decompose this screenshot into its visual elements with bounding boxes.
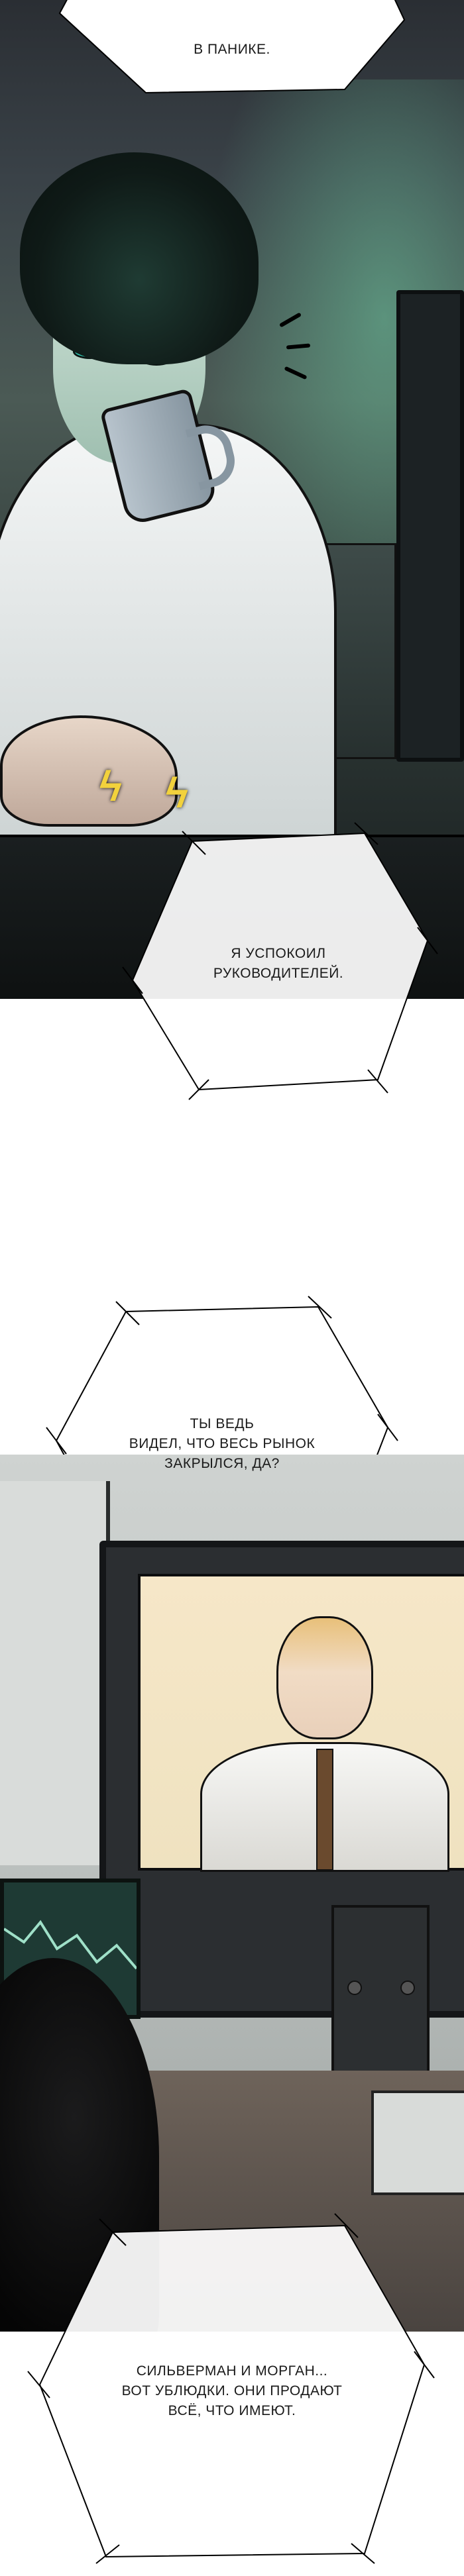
chart-line-icon bbox=[3, 1920, 138, 1970]
knob bbox=[400, 1981, 415, 1995]
monitor-screen bbox=[138, 1574, 464, 1872]
necktie bbox=[316, 1749, 333, 1871]
twitch-spark-icon: ϟ bbox=[99, 762, 122, 810]
device-stack bbox=[371, 2090, 464, 2195]
large-monitor bbox=[99, 1541, 464, 2018]
speech-bubble-top: В ПАНИКЕ. bbox=[58, 0, 406, 99]
wall-panel bbox=[0, 1481, 110, 1865]
computer-monitor bbox=[396, 290, 464, 762]
bubble-text: Я УСПОКОИЛ РУКОВОДИТЕЛЕЙ. bbox=[213, 946, 344, 981]
man-on-screen-head bbox=[276, 1616, 373, 1739]
knob bbox=[347, 1981, 362, 1995]
bubble-shape bbox=[58, 0, 406, 94]
twitch-spark-icon: ϟ bbox=[166, 769, 188, 817]
cabinet bbox=[331, 1905, 430, 2076]
panel-man-drinking-coffee: ϟ ϟ bbox=[0, 0, 464, 999]
bubble-shape bbox=[27, 2213, 435, 2564]
bubble-text: В ПАНИКЕ. bbox=[194, 42, 270, 57]
dark-hair bbox=[20, 152, 259, 364]
bubble-shape bbox=[122, 822, 438, 1100]
panel-monitor-video-call bbox=[0, 1455, 464, 2332]
bubble-text: СИЛЬВЕРМАН И МОРГАН... ВОТ УБЛЮДКИ. ОНИ … bbox=[121, 2363, 343, 2418]
bubble-text: ТЫ ВЕДЬ ВИДЕЛ, ЧТО ВЕСЬ РЫНОК ЗАКРЫЛСЯ, … bbox=[129, 1416, 316, 1471]
speech-bubble-4: СИЛЬВЕРМАН И МОРГАН... ВОТ УБЛЮДКИ. ОНИ … bbox=[27, 2213, 435, 2564]
speech-bubble-2: Я УСПОКОИЛ РУКОВОДИТЕЛЕЙ. bbox=[122, 822, 438, 1100]
hand-on-desk bbox=[0, 715, 178, 827]
